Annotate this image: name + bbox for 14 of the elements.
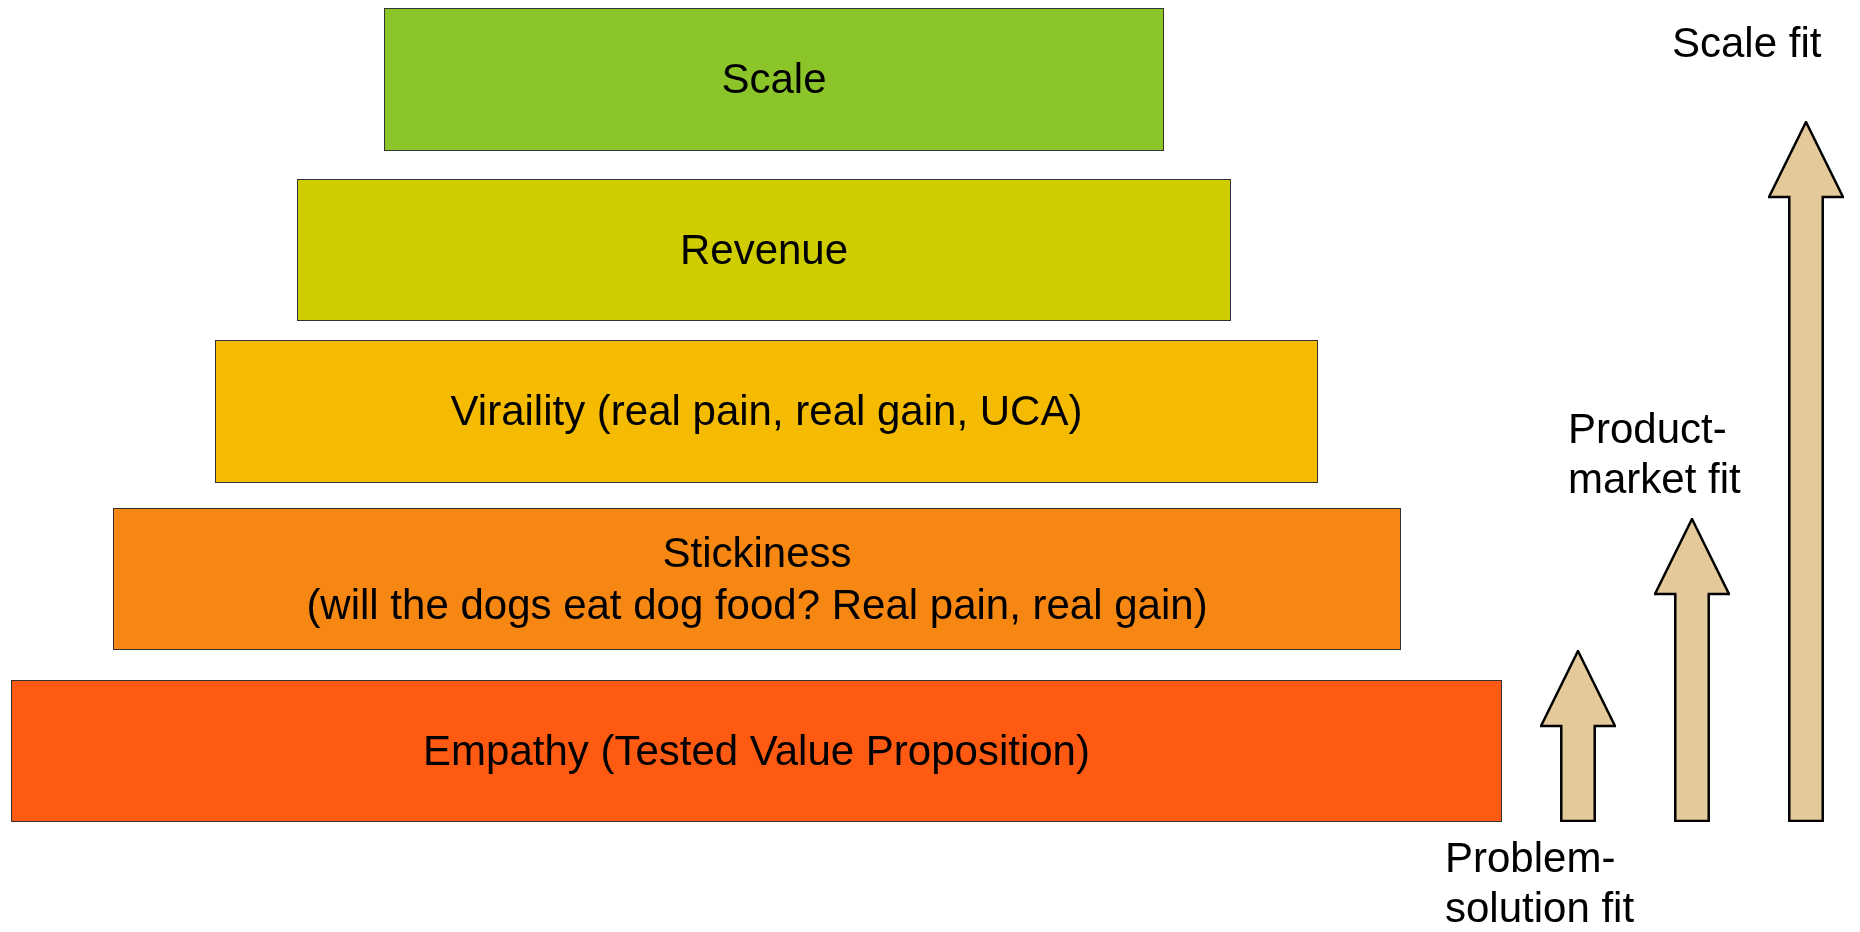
level-title: Scale	[721, 54, 827, 105]
stage-label: Scale fit	[1672, 18, 1822, 68]
pyramid-level-bar	[11, 680, 1502, 822]
stage-label: Problem-solution fit	[1445, 833, 1636, 932]
pyramid-level-bar	[297, 179, 1231, 321]
pyramid-level-bar	[113, 508, 1401, 650]
level-title: Viraility (real pain, real gain, UCA)	[450, 386, 1083, 437]
pyramid-level-bar	[215, 340, 1318, 483]
level-title: Empathy (Tested Value Proposition)	[423, 725, 1090, 776]
pyramid-level-bar	[384, 8, 1164, 151]
level-title: Stickiness	[662, 527, 852, 578]
level-description: (will the dogs eat dog food? Real pain, real gain)	[306, 580, 1208, 630]
stage-label: Product-market fit	[1568, 404, 1742, 505]
level-title: Revenue	[679, 224, 849, 275]
